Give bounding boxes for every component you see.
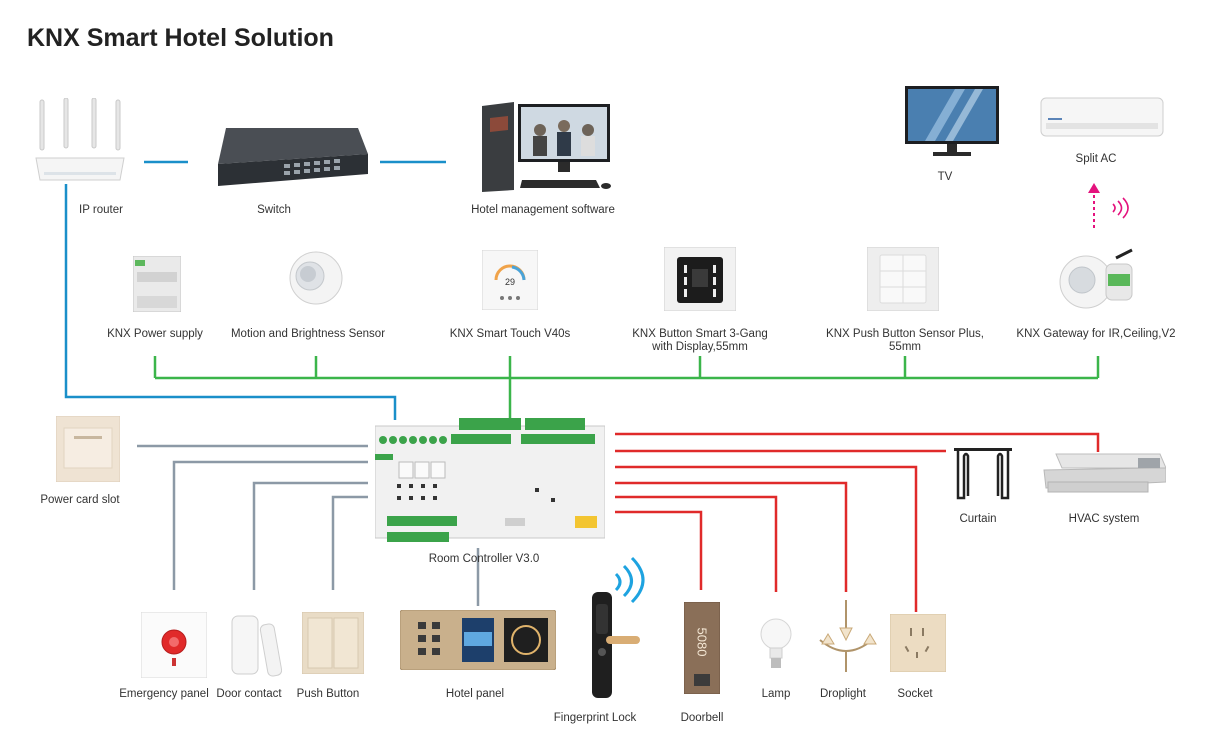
power-supply-label: KNX Power supply — [107, 328, 203, 340]
doorbell-icon: 5080 — [683, 601, 721, 695]
emergency-button-icon — [140, 611, 208, 679]
output-line-hvac — [615, 432, 1100, 452]
socket-label: Socket — [897, 688, 933, 700]
fingerprint-lock-label: Fingerprint Lock — [553, 712, 637, 724]
door-contact-device — [228, 614, 283, 678]
router-icon — [35, 97, 125, 181]
output-lines — [615, 432, 1100, 612]
door-contact-icon — [231, 615, 283, 677]
computer-icon — [482, 102, 611, 192]
output-line-doorbell — [615, 510, 703, 590]
push-button-sensor-device — [866, 246, 940, 312]
ir-arrow — [1088, 183, 1100, 228]
network-switch-icon — [218, 128, 368, 186]
input-lines — [137, 444, 480, 606]
door-contact-label: Door contact — [216, 688, 282, 700]
motion-sensor-label: Motion and Brightness Sensor — [230, 328, 386, 340]
hotel-panel-label: Hotel panel — [445, 688, 505, 700]
output-line-socket — [615, 465, 918, 612]
curtain-device — [954, 448, 1012, 500]
page-title: KNX Smart Hotel Solution — [27, 24, 334, 52]
tv-label: TV — [937, 171, 953, 183]
input-line-door-contact — [252, 481, 368, 590]
droplight-label: Droplight — [819, 688, 867, 700]
button-smart-device — [663, 246, 737, 312]
ir-gateway-icon — [1059, 248, 1133, 309]
curtain-icon — [954, 448, 1012, 500]
ir-gateway-device — [1056, 244, 1136, 316]
emergency-panel-device — [140, 611, 208, 679]
bus-lines — [153, 356, 1100, 420]
room-controller-icon — [374, 418, 606, 542]
push-button-icon — [301, 611, 365, 675]
push-button-device — [301, 611, 365, 675]
droplight-device — [814, 600, 878, 676]
smart-touch-device: 29 — [481, 249, 539, 311]
hvac-device — [1042, 452, 1167, 496]
doorbell-device: 5080 — [683, 601, 721, 695]
split-ac-device — [1040, 97, 1164, 139]
power-card-slot-device — [55, 415, 121, 483]
ir-waves-icon — [1112, 197, 1129, 219]
push-button-label: Push Button — [296, 688, 360, 700]
lamp-bulb-icon — [760, 618, 792, 668]
switch-label: Switch — [257, 204, 291, 216]
push-button-sensor-label: KNX Push Button Sensor Plus,55mm — [826, 328, 984, 353]
wifi-waves-icon — [614, 556, 645, 604]
split-ac-label: Split AC — [1075, 153, 1117, 165]
smart-touch-temp: 29 — [505, 277, 515, 287]
doorbell-label: Doorbell — [680, 712, 724, 724]
chandelier-icon — [819, 600, 877, 672]
motion-sensor-device — [288, 250, 344, 306]
ip-router-label: IP router — [79, 204, 123, 216]
emergency-panel-label: Emergency panel — [119, 688, 209, 700]
socket-device — [889, 613, 947, 673]
tv-icon — [905, 86, 999, 156]
ir-gateway-label: KNX Gateway for IR,Ceiling,V2 — [1016, 328, 1176, 340]
curtain-label: Curtain — [959, 513, 997, 525]
power-supply-device — [132, 255, 182, 313]
doorbell-room-number: 5080 — [695, 628, 710, 657]
ip-lines — [64, 160, 446, 420]
output-line-droplight — [615, 481, 848, 592]
room-controller-device — [374, 418, 606, 546]
input-line-push-button — [331, 495, 368, 590]
hotel-panel-icon — [399, 609, 557, 671]
hotel-software-label: Hotel management software — [471, 204, 615, 216]
hvac-unit-icon — [1043, 453, 1167, 493]
power-supply-icon — [132, 255, 182, 313]
button-smart-panel-icon — [663, 246, 737, 312]
socket-icon — [889, 613, 947, 673]
input-line-emergency — [172, 460, 368, 590]
fingerprint-lock-icon — [592, 592, 640, 698]
tv-device — [905, 86, 999, 160]
lamp-label: Lamp — [761, 688, 791, 700]
ip-router-device — [34, 97, 126, 186]
switch-device — [208, 124, 368, 190]
push-button-sensor-icon — [866, 246, 940, 312]
hotel-panel-device — [399, 609, 557, 671]
room-controller-label: Room Controller V3.0 — [428, 553, 540, 565]
ip-line-router-controller — [64, 184, 397, 420]
smart-touch-panel-icon: 29 — [481, 249, 539, 311]
motion-sensor-icon — [289, 251, 343, 305]
power-card-slot-label: Power card slot — [40, 494, 120, 506]
hotel-software-device — [478, 102, 614, 194]
lamp-device — [760, 612, 792, 672]
hvac-label: HVAC system — [1068, 513, 1140, 525]
smart-touch-label: KNX Smart Touch V40s — [449, 328, 571, 340]
output-line-lamp — [615, 495, 778, 592]
card-slot-icon — [55, 415, 121, 483]
air-conditioner-icon — [1040, 97, 1164, 137]
fingerprint-lock-device — [592, 592, 642, 700]
